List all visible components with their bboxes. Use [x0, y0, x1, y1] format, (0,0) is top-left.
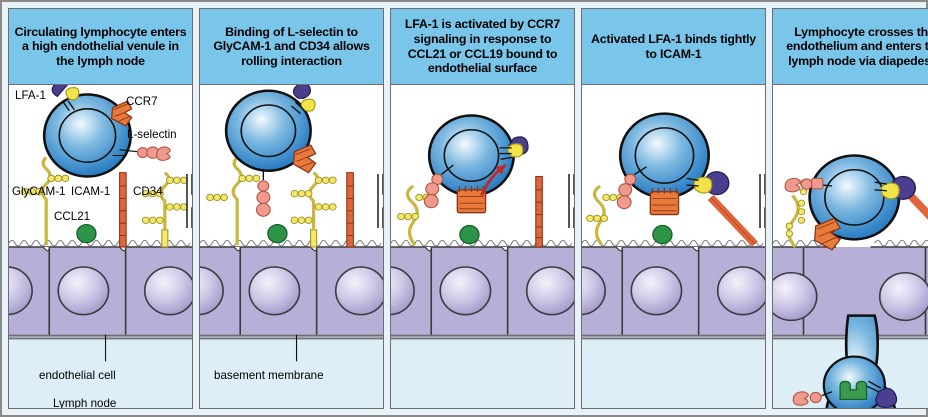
label-ccr7: CCR7 [126, 95, 158, 108]
panel-2-body: basement membrane [200, 85, 383, 408]
label-lselectin: L-selectin [127, 128, 177, 141]
cd34-molecule [290, 171, 337, 248]
panel-4-illustration [582, 85, 765, 408]
ccl21-chemokine [459, 224, 480, 245]
ccr7-receptor [456, 185, 487, 214]
lymphocyte-cell [224, 85, 317, 217]
label-lfa1: LFA-1 [15, 89, 46, 102]
panel-3-header: LFA-1 is activated by CCR7 signaling in … [391, 9, 574, 85]
panel-3: LFA-1 is activated by CCR7 signaling in … [390, 8, 575, 409]
panel-2-illustration [200, 85, 383, 408]
label-ccl21: CCL21 [54, 210, 91, 223]
panel-2: Binding of L-selectin to GlyCAM-1 and CD… [199, 8, 384, 409]
panel-5-header: Lymphocyte crosses the endothelium and e… [773, 9, 928, 85]
lselectin-receptor [616, 166, 647, 210]
label-endothelial-cell: endothelial cell [39, 369, 116, 382]
ccr7-receptor [813, 217, 842, 251]
panel-1: Circulating lymphocyte enters a high end… [8, 8, 193, 409]
panel-5: Lymphocyte crosses the endothelium and e… [772, 8, 928, 409]
label-glycam1: GlyCAM-1 [12, 185, 66, 198]
panel-5-illustration [773, 85, 928, 408]
panel-4-body [582, 85, 765, 408]
lymphocyte-migrating [784, 154, 916, 408]
lower-lfa1-receptor [866, 380, 898, 408]
ccl21-chemokine [76, 223, 97, 244]
lselectin-receptor [784, 177, 833, 193]
ccr7-receptor [110, 100, 133, 127]
label-basement-membrane: basement membrane [214, 369, 324, 382]
lfa1-receptor [499, 136, 529, 160]
panel-1-header-text: Circulating lymphocyte enters a high end… [14, 24, 187, 68]
panel-3-body [391, 85, 574, 408]
icam1-molecule [535, 175, 543, 248]
ccr7-receptor [292, 144, 317, 174]
lselectin-receptor [119, 146, 171, 161]
icam1-molecule [119, 172, 127, 248]
panel-2-header-text: Binding of L-selectin to GlyCAM-1 and CD… [213, 24, 370, 68]
ccr7-receptor [649, 187, 680, 216]
ccl21-chemokine [652, 224, 673, 245]
lselectin-receptor [423, 164, 454, 209]
label-cd34: CD34 [133, 185, 163, 198]
panel-3-header-text: LFA-1 is activated by CCR7 signaling in … [404, 17, 561, 76]
panel-1-illustration [9, 85, 192, 408]
panel-1-body: LFA-1 CCR7 L-selectin GlyCAM-1 ICAM-1 CD… [9, 85, 192, 408]
lfa1-receptor [291, 85, 316, 115]
panel-3-illustration [391, 85, 574, 408]
label-lymph-node: Lymph node [53, 397, 117, 409]
lymphocyte-cell [616, 112, 730, 216]
panel-4-header-text: Activated LFA-1 binds tightly to ICAM-1 [591, 31, 756, 61]
panel-4-header: Activated LFA-1 binds tightly to ICAM-1 [582, 9, 765, 85]
ccl21-chemokine [267, 223, 288, 244]
panel-5-body [773, 85, 928, 408]
lfa1-receptor [51, 85, 80, 112]
lymphocyte-cell [42, 85, 171, 178]
lfa1-receptor [874, 175, 916, 200]
signal-arrow-icon [480, 163, 507, 197]
lymphocyte-cell [423, 114, 529, 214]
lfa1-receptor [686, 171, 730, 196]
glycam1-molecule [21, 156, 70, 246]
panel-5-header-text: Lymphocyte crosses the endothelium and e… [786, 24, 928, 68]
icam1-molecule [707, 194, 758, 247]
panel-2-header: Binding of L-selectin to GlyCAM-1 and CD… [200, 9, 383, 85]
panel-4: Activated LFA-1 binds tightly to ICAM-1 [581, 8, 766, 409]
cd34-molecule [141, 171, 188, 248]
lower-lselectin-receptor [792, 391, 833, 406]
panel-1-header: Circulating lymphocyte enters a high end… [9, 9, 192, 85]
icam1-molecule [346, 172, 354, 248]
label-icam1: ICAM-1 [71, 185, 111, 198]
green-receptor [839, 380, 868, 401]
lselectin-receptor [255, 168, 271, 217]
